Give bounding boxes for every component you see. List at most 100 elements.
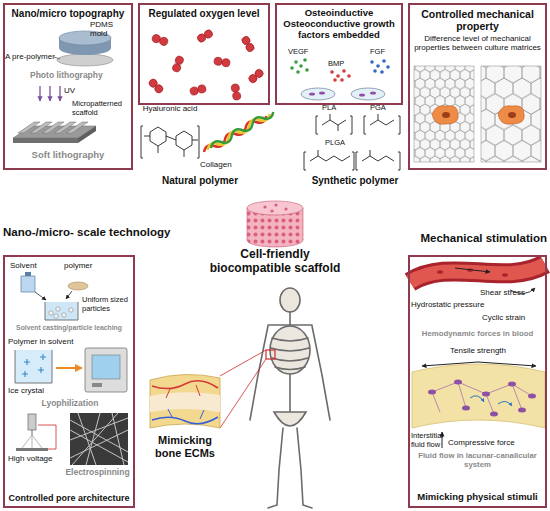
oxygen-molecule [189,84,207,96]
particle-beaker [56,307,60,311]
synthetic-polymer-structure [330,114,331,120]
oxygen-molecule [213,57,230,68]
fgf-molecules [386,65,390,69]
porous-scaffold [263,205,266,208]
cell [442,112,450,118]
fiber-micrograph [70,413,128,465]
zoom-callout [220,350,275,428]
panel-heading: Nano/micro topography [8,8,128,20]
bone-lamella [412,364,545,428]
vegf-molecules [290,58,309,74]
uv-rays [40,86,60,101]
ice-beaker [15,350,52,383]
synthetic-polymer-structure [378,114,379,120]
cell [498,106,524,125]
bone-section [168,409,204,419]
particle-beaker [45,302,78,320]
fgf-molecules [370,59,390,74]
synthetic-polymer-structure [322,120,346,125]
process-arrow [56,367,82,369]
electrospinning-setup [16,448,48,451]
process-arrow [35,291,72,300]
porous-scaffold [247,208,248,240]
part-label: Uniform sized particles [82,296,134,313]
particle-beaker [62,313,66,317]
section-title: Synthetic polymer [300,175,410,187]
synthetic-polymer-structure [370,150,371,156]
petri-dish [301,88,385,100]
part-label: Ice crystal [8,386,63,395]
porous-scaffold [303,208,304,240]
skeleton [274,412,306,426]
oxygen-molecule [247,68,264,84]
section-title: Nano-/micro- scale technology [3,226,203,239]
vegf-molecules [290,66,294,70]
panel-heading: Controlled pore architecture [8,493,130,503]
part-label: Compressive force [448,438,538,447]
bone-lamella [490,412,498,417]
pre-polymer-layer [57,54,113,66]
electrospinning-setup [28,414,36,430]
hyaluronic-acid-structure [197,126,199,158]
method-caption: Fluid flow in lacunar-canalicular system [410,452,545,470]
part-label: PLGA [325,139,355,148]
part-label: polymer [64,261,104,270]
vegf-molecules [303,58,307,62]
part-label: VEGF [288,48,318,57]
hyaluronic-acid-structure [144,136,150,137]
freeze-dryer [85,348,127,392]
hyaluronic-acid-structure [166,136,176,140]
section-title: Cell-friendly biocompatible scaffold [200,248,350,276]
section-title: Natural polymer [150,175,250,187]
panel-heading: Regulated oxygen level [143,8,265,20]
bone-section [152,417,218,424]
skeleton [250,326,268,420]
blood-vessel [502,273,508,277]
bmp-molecules [342,69,346,73]
synthetic-polymer-structure [398,116,400,134]
blood-vessel [455,268,490,272]
blood-vessel [437,270,443,274]
method-caption: Electrospinning [60,468,135,478]
part-label: Hydrostatic pressure [411,300,511,309]
oxygen-molecule [196,29,214,44]
part-label: BMP [328,60,358,69]
collagen-helix [202,109,275,155]
panel-box: Controlled mechanical property [408,3,547,170]
particle-beaker [49,311,53,315]
skeleton [312,326,330,420]
bmp-molecules [330,70,334,74]
hyaluronic-acid-structure [141,126,199,158]
fiber-micrograph [70,413,128,465]
bone-lamella [498,401,512,406]
polymer-powder [68,282,88,290]
synthetic-polymer-structure [304,152,306,170]
process-arrow [56,368,82,369]
pre-polymer-layer [54,54,113,66]
part-label: UV [64,86,84,95]
bmp-molecules [340,78,344,82]
uv-rays [59,86,60,101]
vegf-molecules [296,70,300,74]
synthetic-polymer-structure [318,150,319,156]
bone-lamella [482,392,490,397]
part-label: A pre-polymer [5,52,60,61]
porous-scaffold [270,209,273,212]
panel-box: Regulated oxygen level [138,3,270,105]
part-label: PGA [370,104,395,113]
part-label: Tensile strength [438,346,518,355]
part-label: Polymer in solvent [8,337,88,346]
bone-lamella [470,396,484,402]
oxygen-molecule [148,78,165,95]
bone-lamella [428,390,436,395]
porous-scaffold [274,203,277,206]
synthetic-polymer-structure [370,120,394,125]
porous-scaffold [284,207,287,210]
bmp-molecules [336,74,340,78]
micropatterned-scaffold [78,126,96,143]
bone-lamella [454,380,462,385]
synthetic-polymer-structure [362,156,394,161]
porous-scaffold [247,201,303,215]
skeleton [297,428,312,508]
oxygen-molecule [241,35,256,53]
